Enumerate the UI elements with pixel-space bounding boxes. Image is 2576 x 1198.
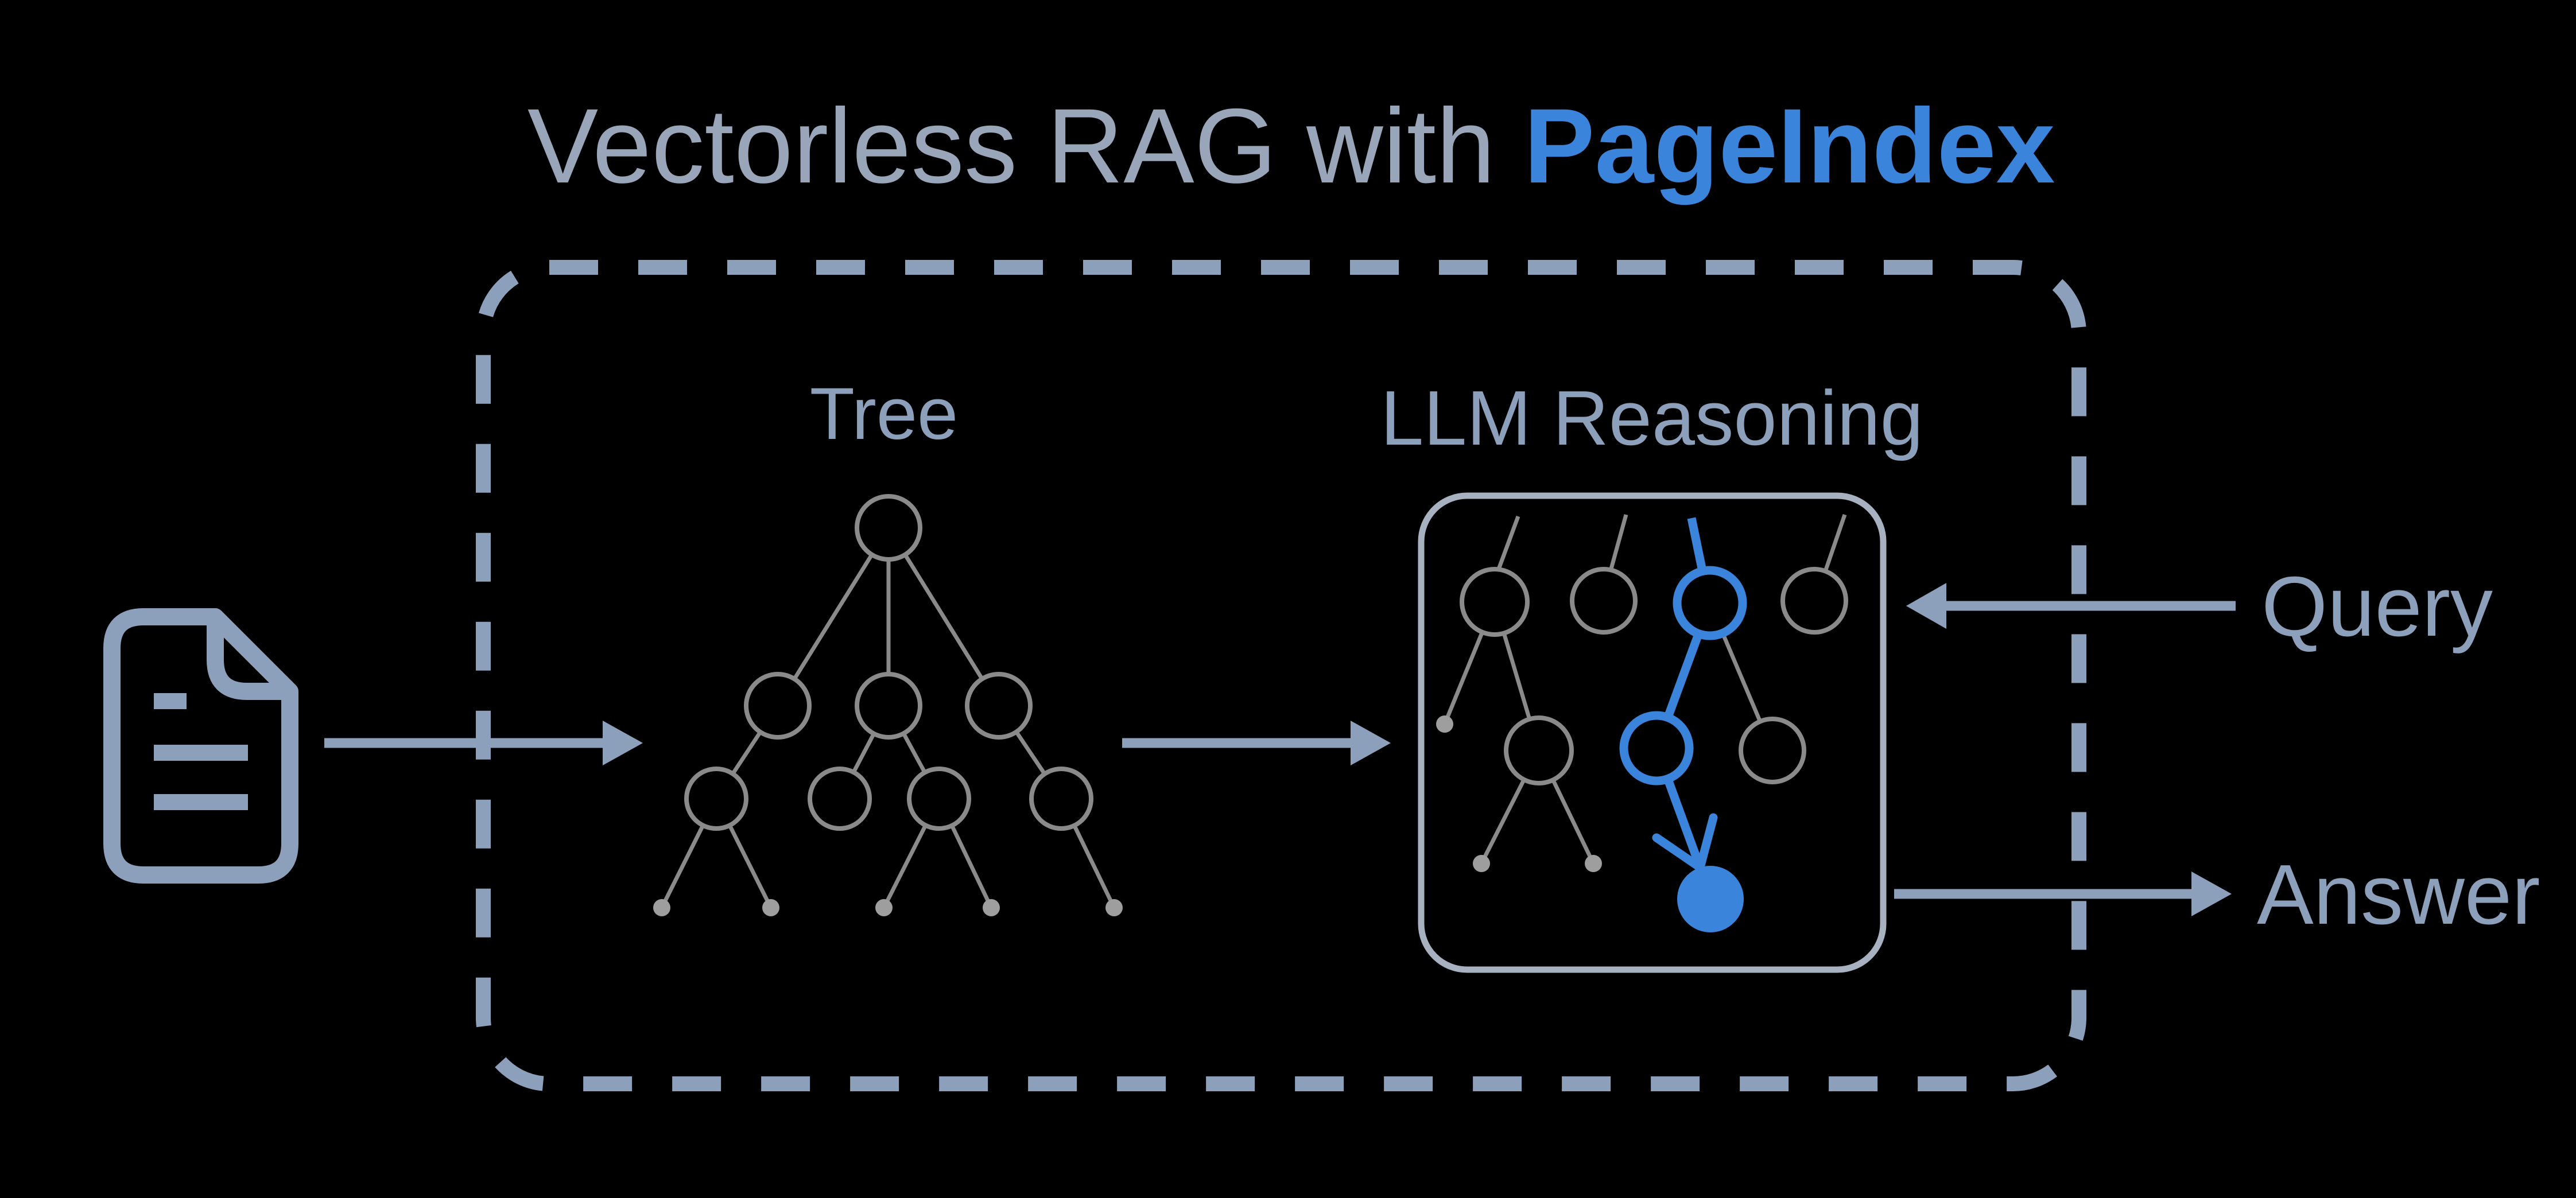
reasoning-selected-node bbox=[1677, 866, 1744, 932]
tree-node bbox=[907, 767, 971, 831]
tree-label: Tree bbox=[810, 373, 958, 455]
doc-to-tree-arrow arrow-right-icon bbox=[324, 721, 643, 765]
tree-leaf-dot bbox=[875, 899, 893, 916]
tree-node bbox=[1570, 567, 1638, 635]
tree-node bbox=[1780, 567, 1848, 635]
tree-edge bbox=[776, 527, 890, 707]
llm-reasoning-tree bbox=[1436, 514, 1848, 932]
tree-node bbox=[1739, 717, 1806, 784]
query-label: Query bbox=[2261, 559, 2493, 654]
document-fold bbox=[207, 617, 290, 700]
arrow-head bbox=[1906, 583, 1946, 629]
tree-node bbox=[684, 767, 748, 831]
arrow-head bbox=[2191, 872, 2232, 916]
arrow-head bbox=[1351, 721, 1391, 765]
answer-label: Answer bbox=[2257, 847, 2540, 942]
tree-node bbox=[1460, 567, 1530, 637]
tree-node bbox=[744, 672, 812, 740]
arrow-head bbox=[603, 721, 643, 765]
tree-stub bbox=[1495, 515, 1520, 575]
tree-node bbox=[1029, 767, 1093, 831]
tree-leaf-dot bbox=[983, 899, 1000, 916]
tree-leaf-dot bbox=[1436, 715, 1453, 733]
reasoning-path-stub bbox=[1687, 517, 1708, 575]
tree-leaf-dot bbox=[653, 899, 670, 916]
tree-node bbox=[808, 767, 872, 831]
page-title-prefix: Vectorless RAG with bbox=[527, 87, 1495, 205]
document-outline bbox=[103, 608, 298, 884]
llm-reasoning-label: LLM Reasoning bbox=[1380, 375, 1923, 461]
document-icon bbox=[103, 608, 298, 884]
tree-stub bbox=[1608, 514, 1628, 571]
tree-leaf-dot bbox=[1585, 855, 1602, 872]
arrow-barb bbox=[1652, 833, 1705, 872]
tree-leaf-dot bbox=[1473, 855, 1490, 872]
llm-reasoning-box bbox=[1418, 492, 1887, 973]
arrow-barb bbox=[1696, 813, 1718, 872]
tree-node bbox=[855, 672, 922, 740]
tree-node bbox=[1504, 715, 1574, 785]
answer-arrow arrow-right-icon bbox=[1894, 872, 2232, 916]
tree-to-llm-arrow arrow-right-icon bbox=[1122, 721, 1391, 765]
tree-diagram bbox=[653, 494, 1123, 916]
page-title-brand: PageIndex bbox=[1524, 87, 2055, 205]
reasoning-visited-node bbox=[1619, 711, 1694, 785]
tree-leaf-dot bbox=[762, 899, 779, 916]
tree-root-node bbox=[855, 494, 922, 562]
tree-edge bbox=[887, 527, 1000, 707]
reasoning-visited-node bbox=[1673, 566, 1747, 640]
dashed-pipeline-border bbox=[476, 260, 2086, 1091]
tree-leaf-dot bbox=[1105, 899, 1123, 916]
query-arrow arrow-left-icon bbox=[1906, 583, 2236, 629]
tree-node bbox=[965, 672, 1033, 740]
tree-stub bbox=[1823, 514, 1847, 573]
